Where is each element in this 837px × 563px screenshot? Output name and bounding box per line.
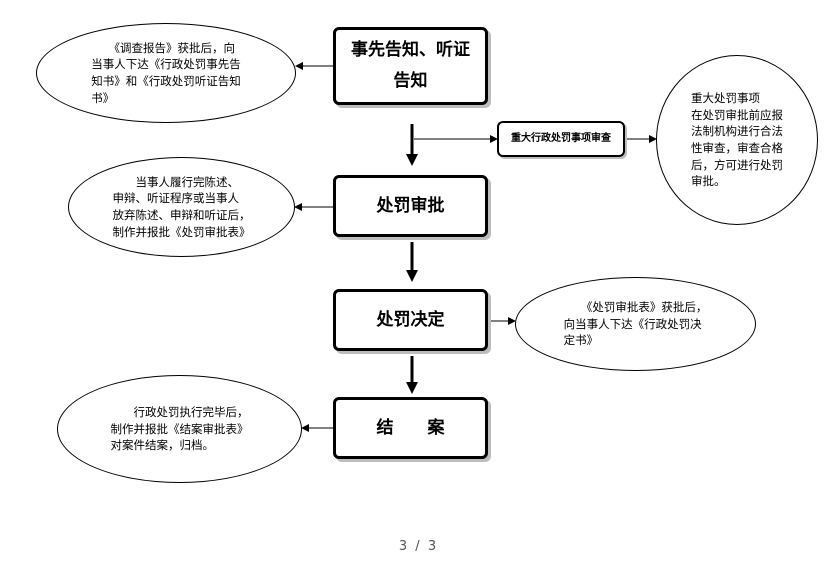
note-review: 重大处罚事项 在处罚审批前应报 法制机构进行合法 性审查，审查合格 后，方可进行… [656, 55, 818, 225]
note-review-text: 重大处罚事项 在处罚审批前应报 法制机构进行合法 性审查，审查合格 后，方可进行… [691, 90, 783, 189]
flow-arrow-2-head [406, 270, 418, 282]
note-approval: 当事人履行完陈述、 申辩、听证程序或当事人 放弃陈述、申辩和听证后， 制作并报批… [68, 157, 295, 257]
note-close-case: 行政处罚执行完毕后， 制作并报批《结案审批表》 对案件结案，归档。 [57, 375, 302, 483]
note-close-case-text: 行政处罚执行完毕后， 制作并报批《结案审批表》 对案件结案，归档。 [110, 404, 249, 453]
review-box: 重大行政处罚事项审查 [497, 121, 625, 157]
flow-arrow-1-head [406, 154, 418, 166]
step-box-decision: 处罚决定 [333, 289, 488, 351]
review-label: 重大行政处罚事项审查 [511, 133, 611, 144]
note-decision-text: 《处罚审批表》获批后， 向当事人下达《行政处罚决 定书》 [563, 299, 708, 348]
flow-arrow-3-head [406, 382, 418, 394]
step-box-notice: 事先告知、听证 告知 [333, 27, 488, 105]
step-box-close-case: 结 案 [333, 397, 488, 459]
note-notice: 《调查报告》获批后，向 当事人下达《行政处罚事先告 知书》和《行政处罚听证告知 … [36, 23, 296, 123]
note-decision: 《处罚审批表》获批后， 向当事人下达《行政处罚决 定书》 [515, 277, 756, 371]
note-notice-text: 《调查报告》获批后，向 当事人下达《行政处罚事先告 知书》和《行政处罚听证告知 … [91, 40, 241, 105]
note-approval-text: 当事人履行完陈述、 申辩、听证程序或当事人 放弃陈述、申辩和听证后， 制作并报批… [112, 174, 251, 239]
step-box-approval: 处罚审批 [333, 175, 488, 237]
step-label-close-case: 结 案 [376, 417, 445, 438]
step-label-approval: 处罚审批 [376, 195, 445, 216]
step-label-decision: 处罚决定 [376, 309, 445, 330]
page-number: 3 / 3 [398, 539, 439, 554]
step-label-notice: 事先告知、听证 告知 [351, 40, 470, 91]
